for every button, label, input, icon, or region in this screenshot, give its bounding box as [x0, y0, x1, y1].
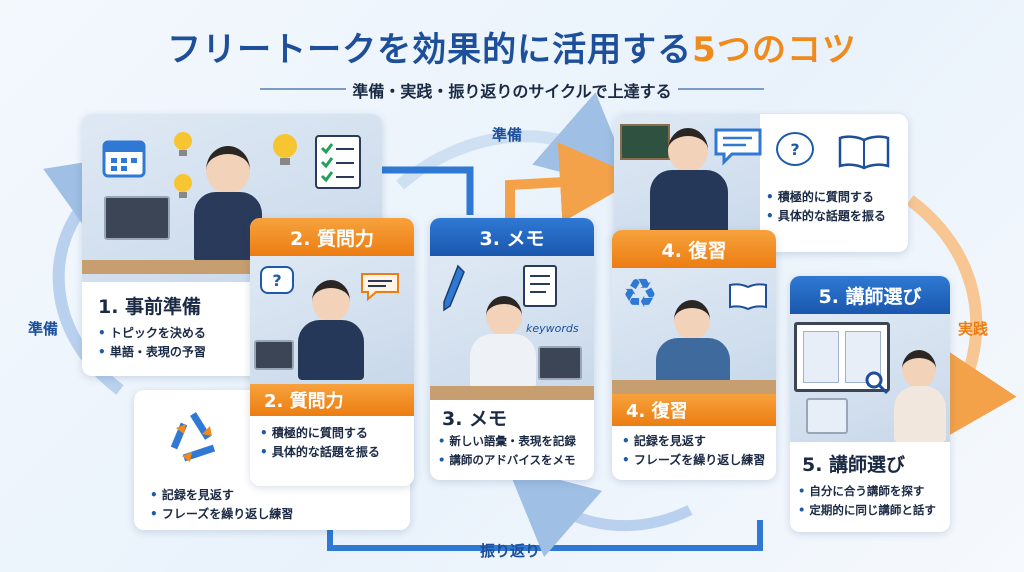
- step4-bullets: 記録を見返す フレーズを繰り返し練習: [622, 432, 765, 470]
- step1-bullet: トピックを決める: [98, 324, 206, 343]
- step1-bullet: 単語・表現の予習: [98, 343, 206, 362]
- step4-bullet: フレーズを繰り返し練習: [622, 451, 765, 470]
- step3-label: 3. メモ: [442, 408, 508, 430]
- step1-title: 1. 事前準備: [98, 296, 202, 318]
- review-summary-bullets: 記録を見返す フレーズを繰り返し練習: [150, 486, 293, 524]
- speaker-body: [298, 320, 364, 380]
- step2-bullet: 積極的に質問する: [260, 424, 380, 443]
- step5-bullet: 自分に合う講師を探す: [798, 482, 936, 501]
- step4-header: 4. 復習: [612, 230, 776, 268]
- calendar-icon: [102, 140, 146, 178]
- step2-bullet: 具体的な話題を振る: [260, 443, 380, 462]
- teacher-profile-card: [803, 331, 839, 383]
- recycle-icon: [170, 412, 216, 462]
- step4-card: 4. 復習 ♻ 4. 復習 記録を見返す フレーズを繰り返し練習: [612, 230, 776, 480]
- flow-label-top: 準備: [492, 126, 523, 144]
- step2-header: 2. 質問力: [250, 218, 414, 256]
- reviewer-head: [674, 300, 710, 340]
- step3-bullet: 講師のアドバイスをメモ: [438, 451, 576, 470]
- step5-photo: [790, 314, 950, 442]
- checklist-icon: [315, 135, 361, 189]
- question-bubble-icon: ?: [260, 266, 294, 294]
- recycle-icon: ♻: [622, 271, 658, 317]
- document-icon: [523, 265, 557, 307]
- flow-label-bottom: 振り返り: [480, 542, 541, 560]
- step5-bullet: 定期的に同じ講師と話す: [798, 501, 936, 520]
- desk: [612, 380, 776, 394]
- step1-bullets: トピックを決める 単語・表現の予習: [98, 324, 206, 362]
- flow-label-right: 実践: [958, 320, 989, 338]
- magnifier-icon: [865, 371, 889, 395]
- teacher-head: [668, 128, 708, 172]
- step2-card: 2. 質問力 ? 2. 質問力 積極的に質問する 具体的な話題を振る: [250, 218, 414, 486]
- step4-label: 4. 復習: [612, 394, 776, 426]
- student-head: [206, 146, 250, 194]
- question-bubble-icon: ?: [776, 132, 814, 166]
- subtitle-divider-right: [678, 88, 764, 90]
- practice-bullets: 積極的に質問する 具体的な話題を振る: [766, 188, 886, 226]
- note-taker-body: [470, 334, 536, 388]
- step3-bullet: 新しい語彙・表現を記録: [438, 432, 576, 451]
- pen-icon: [443, 264, 465, 312]
- step3-header: 3. メモ: [430, 218, 594, 256]
- subtitle-divider-left: [260, 88, 346, 90]
- step4-photo: ♻: [612, 268, 776, 394]
- page-title: フリートークを効果的に活用する5つのコツ: [167, 30, 857, 70]
- chat-bubble-icon: [361, 273, 399, 302]
- step3-bullets: 新しい語彙・表現を記録 講師のアドバイスをメモ: [438, 432, 576, 470]
- step5-bullets: 自分に合う講師を探す 定期的に同じ講師と話す: [798, 482, 936, 520]
- laptop: [104, 196, 170, 240]
- step2-label: 2. 質問力: [250, 384, 414, 416]
- desk: [430, 386, 594, 400]
- step2-photo: ?: [250, 256, 414, 384]
- laptop: [254, 340, 294, 370]
- page-subtitle: 準備・実践・振り返りのサイクルで上達する: [352, 82, 672, 101]
- chooser-body: [894, 386, 946, 442]
- blackboard: [620, 124, 670, 160]
- review-summary-bullet: 記録を見返す: [150, 486, 293, 505]
- lightbulb-icon: [273, 134, 297, 165]
- tablet: [538, 346, 582, 380]
- book-icon: [838, 135, 890, 170]
- reviewer-body: [656, 338, 730, 388]
- practice-bullet: 具体的な話題を振る: [766, 207, 886, 226]
- keywords-note: keywords: [526, 322, 579, 335]
- lightbulb-icon: [174, 174, 192, 198]
- lightbulb-icon: [174, 132, 192, 156]
- review-summary-bullet: フレーズを繰り返し練習: [150, 505, 293, 524]
- step5-header: 5. 講師選び: [790, 276, 950, 314]
- step2-bullets: 積極的に質問する 具体的な話題を振る: [260, 424, 380, 462]
- book-icon: [729, 283, 767, 311]
- chat-bubble-icon: [714, 128, 762, 166]
- step5-card: 5. 講師選び 5. 講師選び 自分に合う講師を探す 定期的に同じ講師と話す: [790, 276, 950, 532]
- flow-label-left: 準備: [28, 320, 59, 338]
- step3-photo: keywords: [430, 256, 594, 400]
- step4-bullet: 記録を見返す: [622, 432, 765, 451]
- practice-bullet: 積極的に質問する: [766, 188, 886, 207]
- chooser-head: [902, 350, 936, 388]
- note-taker-head: [486, 296, 522, 336]
- tablet: [806, 398, 848, 434]
- step3-card: 3. メモ keywords 3. メモ 新しい語彙・表現を記録 講師のアドバイ…: [430, 218, 594, 480]
- speaker-head: [312, 280, 350, 322]
- step5-title: 5. 講師選び: [802, 454, 906, 476]
